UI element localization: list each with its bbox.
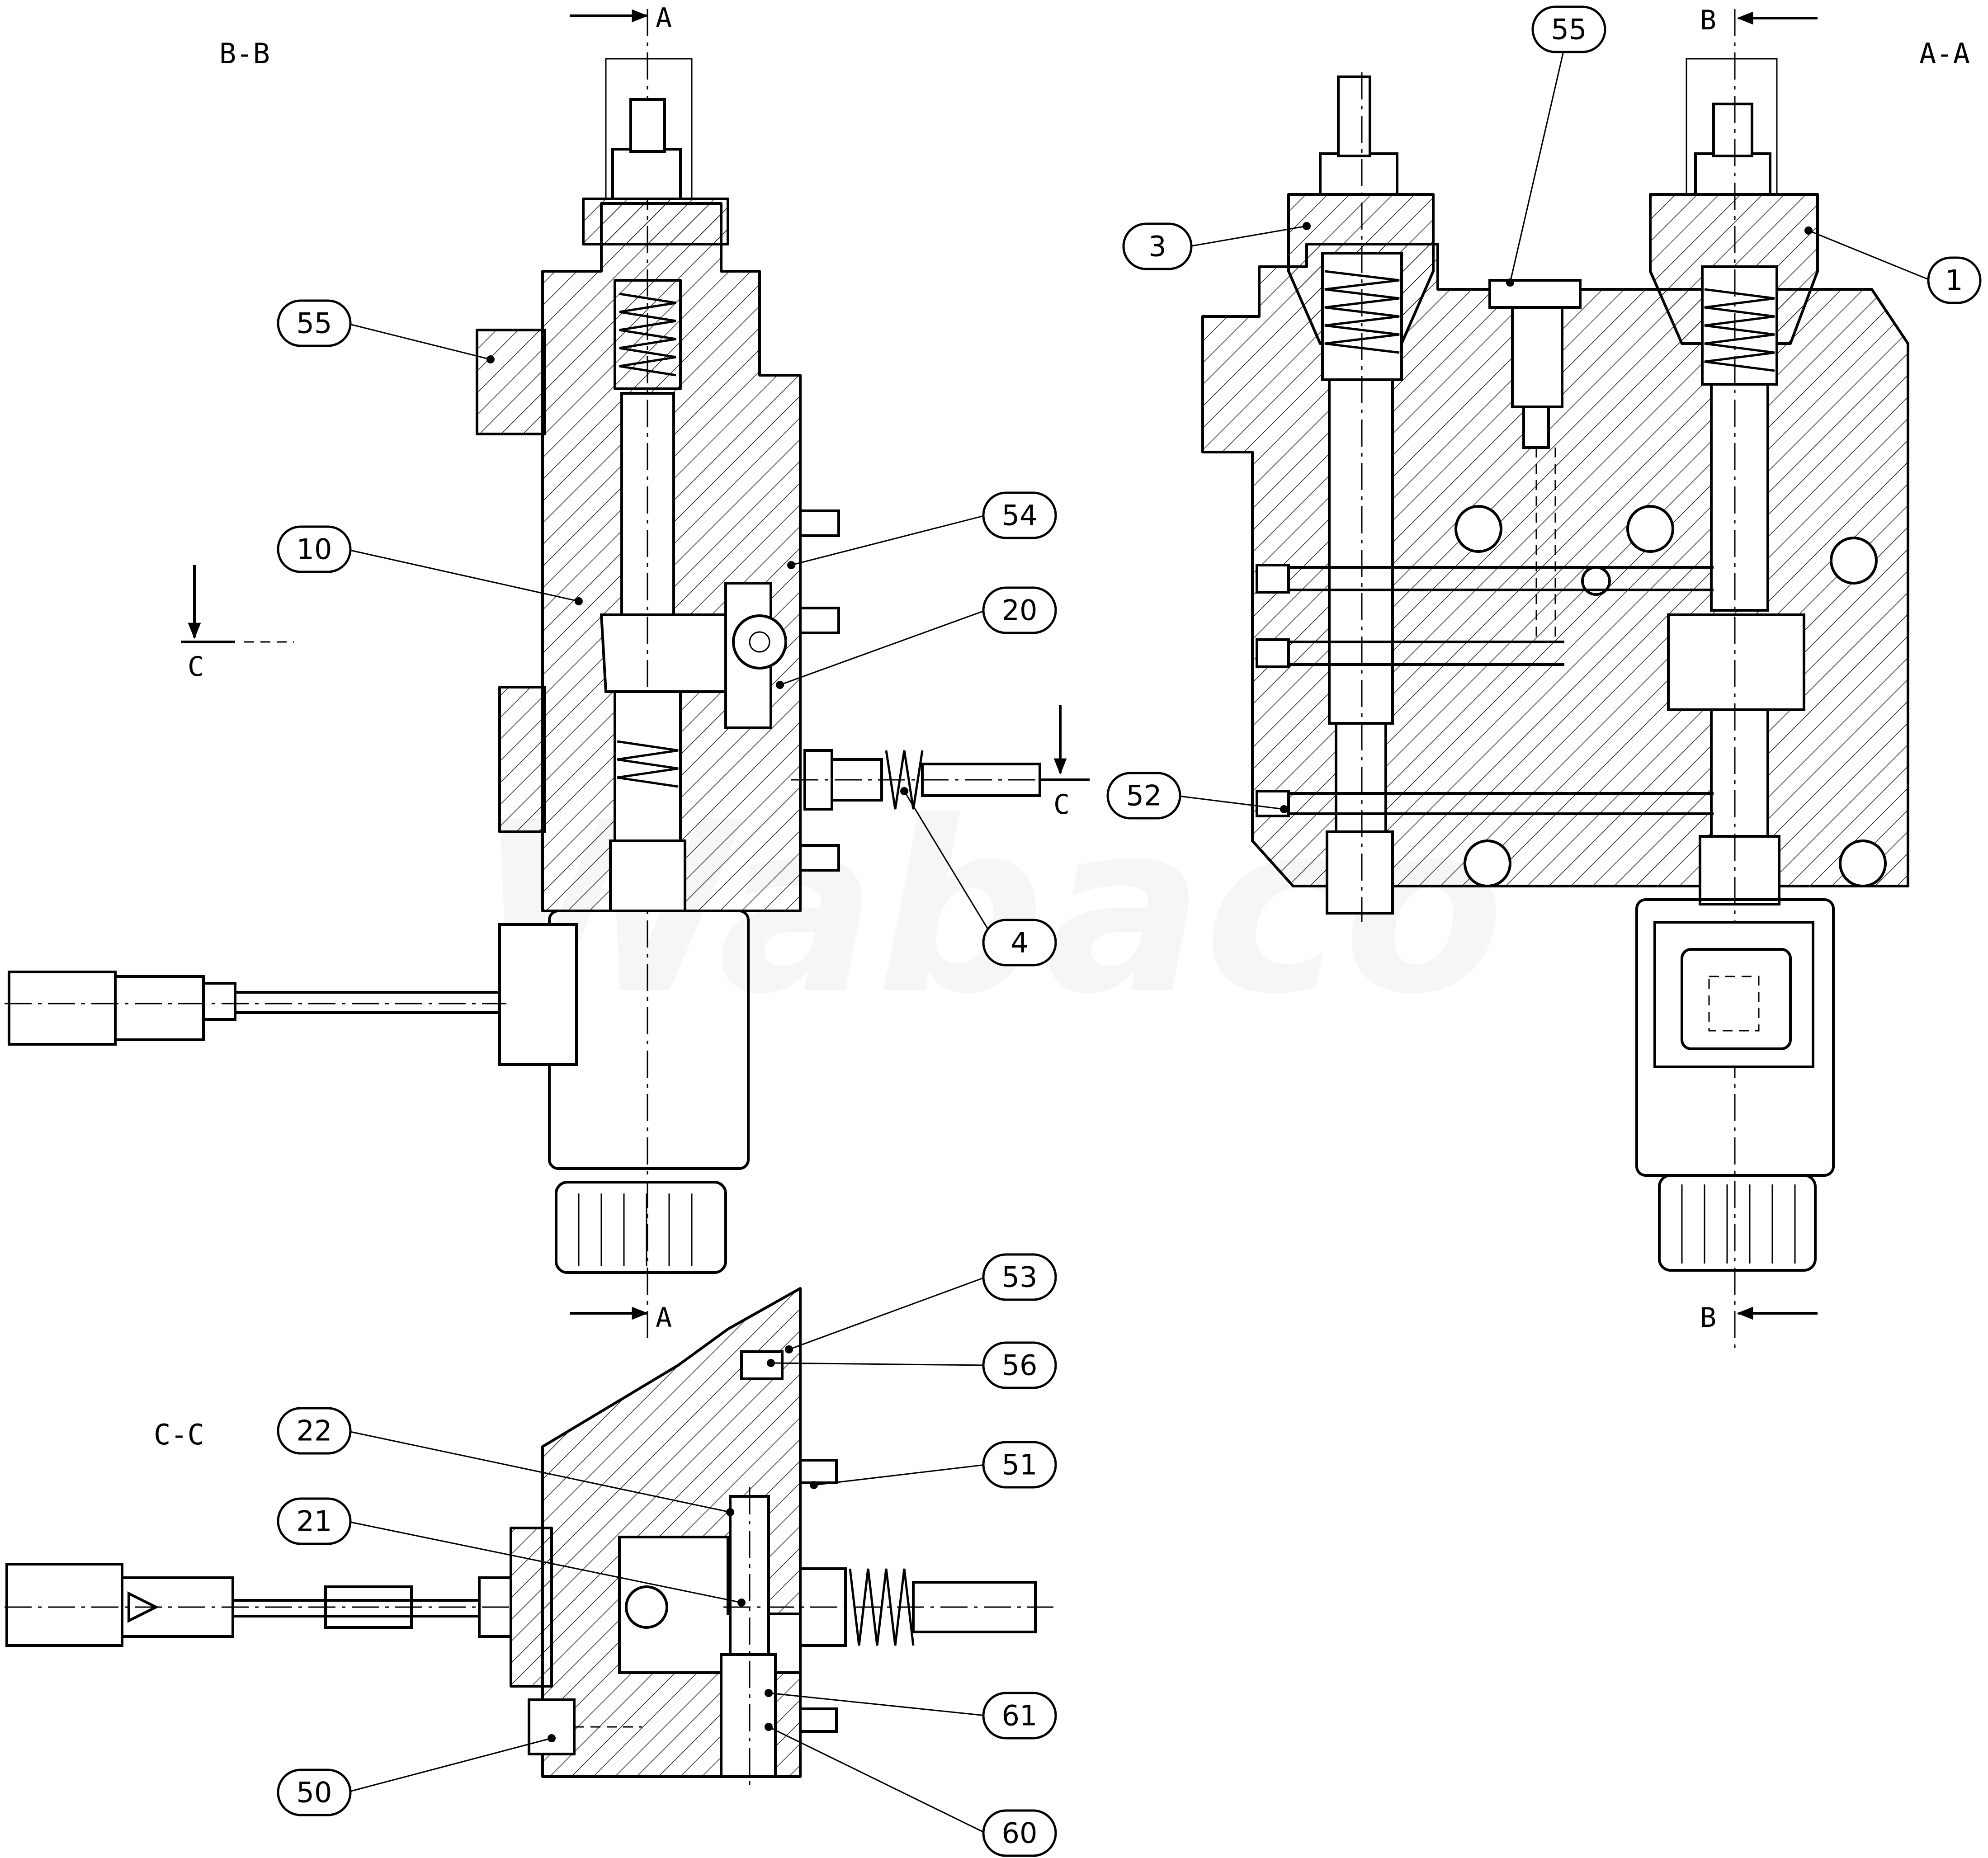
- svg-text:60: 60: [1002, 1817, 1038, 1850]
- svg-text:10: 10: [297, 533, 332, 566]
- view-label-aa: A-A: [1919, 37, 1970, 70]
- section-mark-a-top: A: [656, 2, 672, 34]
- view-label-bb: B-B: [219, 37, 270, 70]
- svg-text:1: 1: [1945, 264, 1963, 297]
- callout-4: 4: [900, 787, 1057, 967]
- callout-3: 3: [1122, 222, 1311, 270]
- svg-text:3: 3: [1148, 230, 1166, 263]
- svg-text:52: 52: [1126, 779, 1162, 812]
- callout-61: 61: [765, 1689, 1057, 1740]
- svg-text:51: 51: [1002, 1448, 1038, 1481]
- callout-10: 10: [277, 525, 583, 605]
- section-view-cc: [5, 1287, 1053, 1786]
- callout-54: 54: [787, 491, 1057, 569]
- callout-60: 60: [765, 1723, 1057, 1857]
- callout-55-bb: 55: [277, 299, 495, 363]
- svg-text:55: 55: [1551, 13, 1587, 46]
- section-mark-b-bottom: B: [1700, 1302, 1716, 1334]
- svg-text:56: 56: [1002, 1349, 1038, 1382]
- callout-50: 50: [277, 1734, 556, 1816]
- svg-text:53: 53: [1002, 1261, 1038, 1294]
- svg-text:50: 50: [297, 1776, 332, 1809]
- svg-text:4: 4: [1011, 926, 1028, 959]
- callout-55-aa: 55: [1506, 5, 1606, 287]
- callout-56: 56: [767, 1341, 1057, 1389]
- section-mark-b-top: B: [1700, 5, 1716, 36]
- section-mark-c-right: C: [1053, 789, 1070, 821]
- callout-22: 22: [277, 1407, 734, 1516]
- callout-20: 20: [776, 586, 1057, 689]
- svg-text:55: 55: [297, 307, 332, 340]
- callout-1: 1: [1804, 226, 1982, 304]
- svg-text:61: 61: [1002, 1699, 1038, 1732]
- callout-21: 21: [277, 1497, 746, 1607]
- callout-53: 53: [785, 1253, 1057, 1353]
- callout-51: 51: [810, 1441, 1057, 1489]
- svg-text:22: 22: [297, 1415, 332, 1448]
- section-view-aa: [1201, 9, 1909, 1352]
- svg-text:20: 20: [1002, 594, 1038, 627]
- section-mark-a-bottom: A: [656, 1302, 672, 1334]
- callout-52: 52: [1106, 772, 1288, 820]
- section-view-bb: [5, 9, 1090, 1338]
- svg-text:54: 54: [1002, 499, 1038, 532]
- svg-text:21: 21: [297, 1505, 332, 1538]
- view-label-cc: C-C: [154, 1418, 204, 1451]
- section-mark-c-left: C: [188, 651, 204, 683]
